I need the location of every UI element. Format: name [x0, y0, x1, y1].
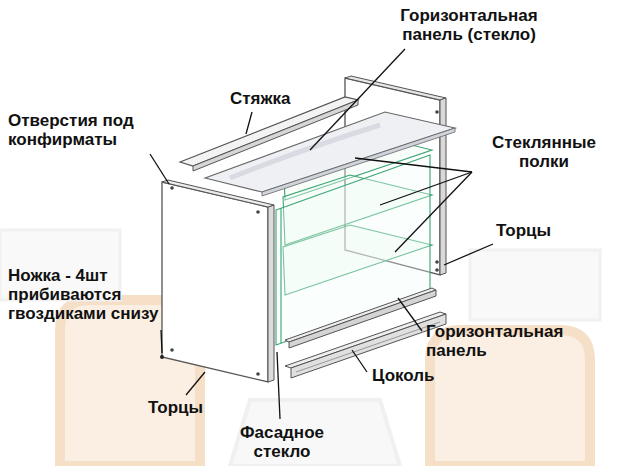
left-end-panel — [160, 180, 274, 382]
part-label: Торцы — [496, 221, 576, 240]
glass-label: Фасадное стекло — [222, 423, 342, 461]
hole-label: Отверстия под конфирматы — [8, 111, 183, 149]
part-label: Цоколь — [372, 366, 452, 385]
shelf-label: Стеклянные полки — [476, 133, 612, 171]
leader-lines — [150, 49, 493, 419]
part-label: Торцы — [148, 398, 228, 417]
tie-strip — [180, 97, 358, 171]
bottom-panel — [285, 288, 436, 348]
top-glass-panel — [205, 112, 455, 196]
part-label: Стяжка — [230, 89, 310, 108]
panel-label: Горизонтальная панель (стекло) — [388, 6, 550, 44]
leg-note: Ножка - 4шт прибиваются гвоздиками снизу — [8, 266, 203, 323]
panel-label: Горизонтальная панель — [426, 322, 606, 360]
